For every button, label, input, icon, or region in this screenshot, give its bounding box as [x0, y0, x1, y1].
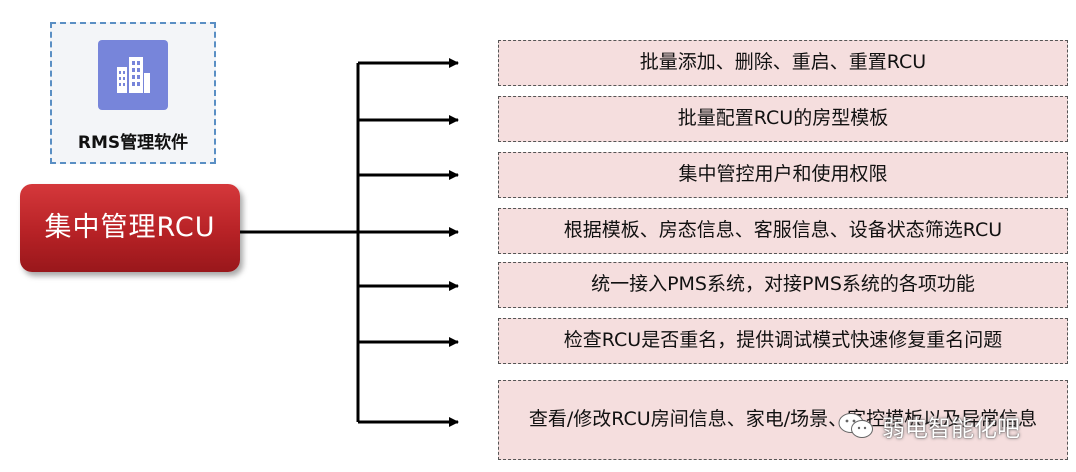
logo-panel: RMS管理软件 [50, 22, 216, 164]
building-icon [98, 40, 168, 110]
wechat-icon [838, 412, 874, 440]
feature-item: 根据模板、房态信息、客服信息、设备状态筛选RCU [498, 208, 1068, 254]
watermark: 弱电智能化吧 [838, 406, 1020, 446]
feature-item: 批量配置RCU的房型模板 [498, 96, 1068, 142]
feature-item: 批量添加、删除、重启、重置RCU [498, 40, 1068, 86]
feature-item: 集中管控用户和使用权限 [498, 152, 1068, 198]
feature-item: 统一接入PMS系统，对接PMS系统的各项功能 [498, 262, 1068, 308]
central-node: 集中管理RCU [20, 184, 240, 272]
feature-item: 检查RCU是否重名，提供调试模式快速修复重名问题 [498, 318, 1068, 364]
feature-item: 查看/修改RCU房间信息、家电/场景、客控模板以及异常信息 [498, 380, 1068, 460]
watermark-text: 弱电智能化吧 [882, 416, 1020, 442]
logo-label: RMS管理软件 [77, 133, 189, 153]
